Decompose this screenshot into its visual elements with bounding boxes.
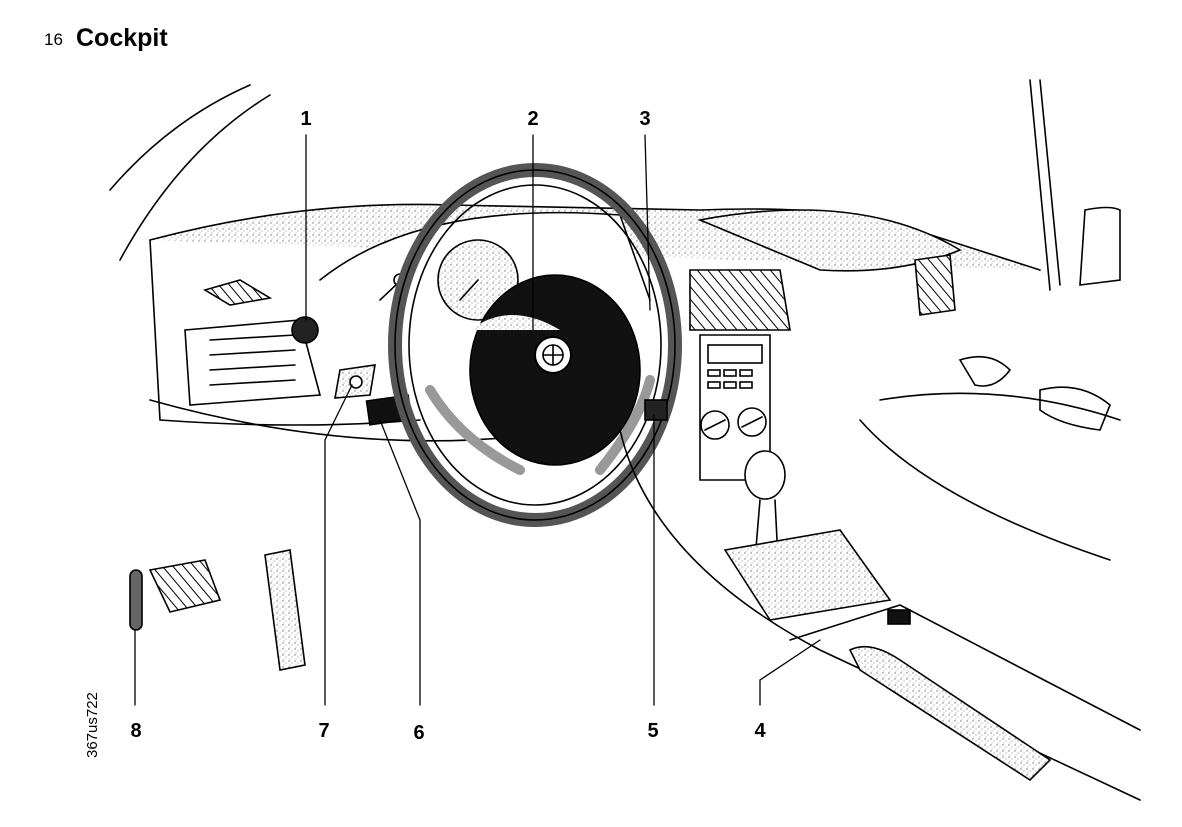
callout-1: 1: [300, 108, 312, 130]
ignition-lock: [349, 375, 363, 389]
steering-wheel: [388, 163, 682, 527]
light-switch-knob: [291, 316, 319, 344]
handbrake-lever: [848, 645, 1052, 782]
hood-release-lever: [129, 569, 143, 631]
side-vent: [203, 279, 273, 306]
callout-4: 4: [754, 720, 766, 742]
accelerator-pedal: [264, 549, 306, 671]
left-air-vent: [184, 319, 322, 406]
callout-7: 7: [318, 720, 330, 742]
gear-knob: [744, 450, 786, 500]
hazard-warning-switch: [887, 609, 911, 625]
center-console: [699, 334, 771, 481]
brake-pedal: [148, 559, 222, 613]
image-code: 367us722: [84, 692, 101, 758]
callout-5: 5: [647, 720, 659, 742]
page-title: Cockpit: [76, 24, 168, 52]
callout-6: 6: [413, 722, 425, 744]
page-number: 16: [44, 30, 63, 49]
callout-3: 3: [639, 108, 651, 130]
a-pillar-left: [109, 84, 251, 191]
callout-2: 2: [527, 108, 539, 130]
callout-8: 8: [130, 720, 142, 742]
radio-display: [707, 344, 763, 364]
right-stalk: [644, 399, 668, 421]
